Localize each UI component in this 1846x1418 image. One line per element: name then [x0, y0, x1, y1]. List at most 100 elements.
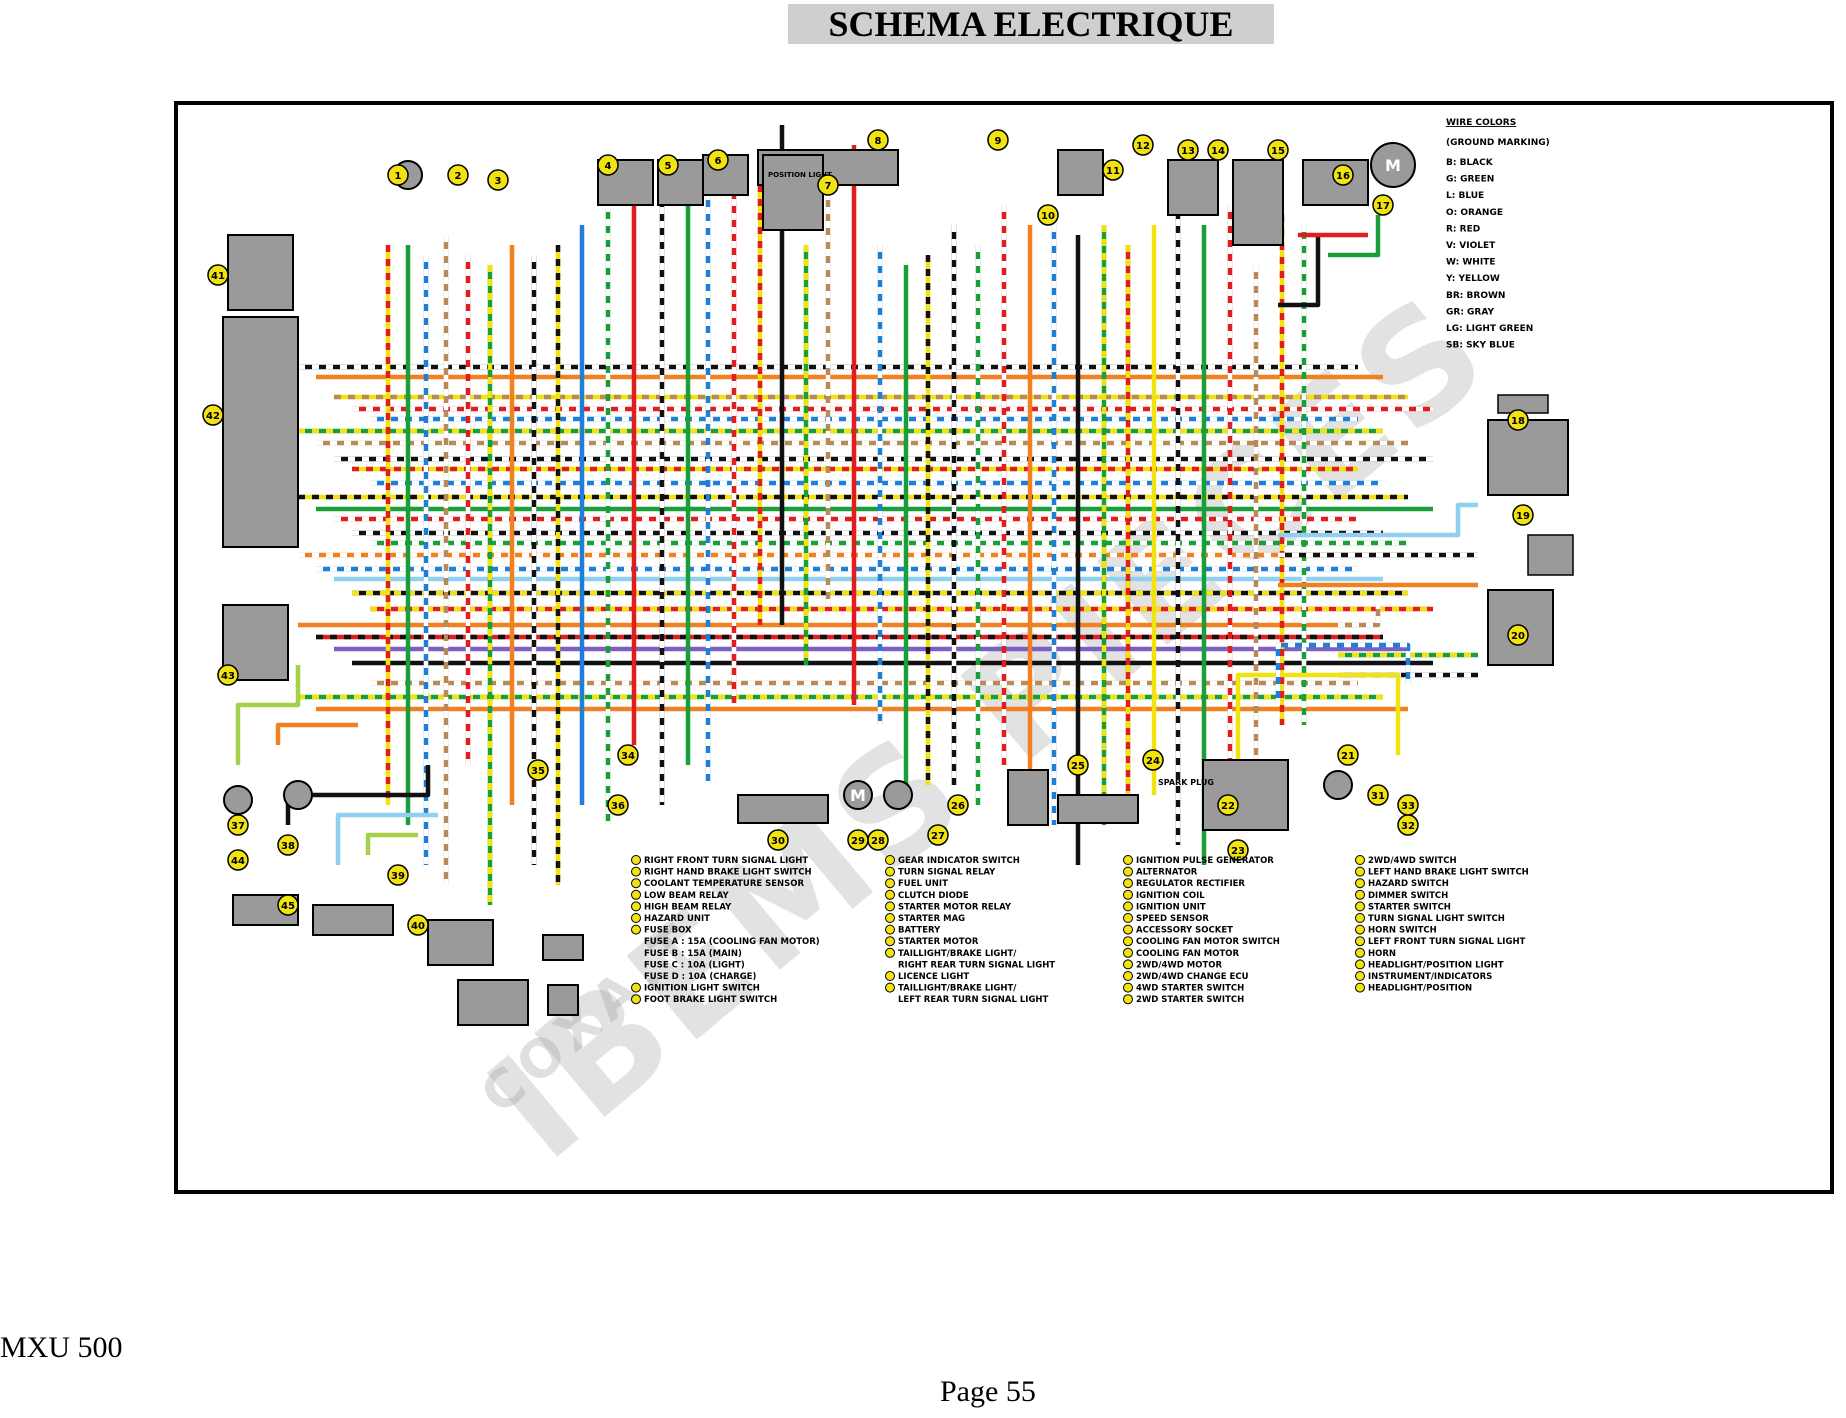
wire-color-entry: G: GREEN: [1446, 175, 1494, 185]
component-legend-entry: REGULATOR RECTIFIER: [1136, 879, 1245, 889]
cooling-fan-motor: [1370, 142, 1416, 188]
component-number-badge: [1267, 139, 1289, 161]
component-legend-entry: RIGHT FRONT TURN SIGNAL LIGHT: [644, 856, 808, 866]
component-legend-entry: 2WD STARTER SWITCH: [1136, 995, 1244, 1005]
component-legend-entry: CLUTCH DIODE: [898, 891, 969, 901]
component-number: 22: [1221, 801, 1235, 812]
component-number: 37: [231, 821, 245, 832]
legend-number-dot: [1123, 959, 1133, 970]
component-number: 19: [1516, 511, 1530, 522]
component-number: 1: [395, 171, 402, 182]
wire: [235, 665, 301, 765]
cooling-fan-switch: [1007, 769, 1049, 826]
wire-color-entry: O: ORANGE: [1446, 208, 1503, 218]
component-legend-entry: FUEL UNIT: [898, 879, 948, 889]
component-number-badge: [617, 744, 639, 766]
component-number-badge: [1207, 139, 1229, 161]
component-number: 28: [871, 836, 885, 847]
component-number: 7: [825, 181, 832, 192]
component-number-badge: [947, 794, 969, 816]
component-number: 44: [231, 856, 245, 867]
legend-number-dot: [885, 866, 895, 877]
legend-number-dot: [631, 994, 641, 1005]
component-legend-entry: IGNITION LIGHT SWITCH: [644, 984, 760, 994]
ignition-pulse-generator: [1323, 770, 1353, 800]
legend-number-dot: [885, 947, 895, 958]
component-legend-entry: INSTRUMENT/INDICATORS: [1368, 972, 1492, 982]
legend-number-dot: [1123, 855, 1133, 865]
wire: [285, 765, 431, 825]
component-legend-entry: ALTERNATOR: [1136, 868, 1198, 878]
legend-number-dot: [1123, 994, 1133, 1005]
component-number: 8: [875, 136, 882, 147]
component-number: 45: [281, 901, 295, 912]
component-legend-entry: COOLING FAN MOTOR SWITCH: [1136, 937, 1280, 947]
component-number: 40: [411, 921, 425, 932]
legend-number-dot: [1123, 947, 1133, 958]
right-front-turn-light: [227, 234, 294, 311]
component-number-badge: [227, 849, 249, 871]
component-number-badge: [387, 164, 409, 186]
component-number: 9: [995, 136, 1002, 147]
legend-number-dot: [1355, 971, 1365, 981]
component-number: 6: [715, 156, 722, 167]
component-number-badge: [1507, 409, 1529, 431]
component-number: 5: [665, 161, 672, 172]
wire-color-entry: L: BLUE: [1446, 191, 1484, 201]
left-handlebar-switch: [222, 316, 299, 548]
fan-motor: [883, 780, 913, 810]
component-number-badge: [447, 164, 469, 186]
legend-number-dot: [885, 924, 895, 935]
component-number: 24: [1146, 756, 1160, 767]
component-number: 31: [1371, 791, 1385, 802]
component-number-badge: [1067, 754, 1089, 776]
component-number-badge: [1372, 194, 1394, 216]
fuse-box: [762, 154, 824, 231]
motor-symbol: M: [1385, 156, 1401, 175]
component-number-badge: [1102, 159, 1124, 181]
component-number: 27: [931, 831, 945, 842]
component-number-badge: [1332, 164, 1354, 186]
component-number-badge: [1367, 784, 1389, 806]
ignition-unit-connector: [737, 794, 829, 824]
component-legend-entry: STARTER SWITCH: [1368, 902, 1451, 912]
legend-number-dot: [1355, 889, 1365, 900]
legend-number-dot: [631, 913, 641, 923]
legend-number-dot: [885, 913, 895, 923]
component-legend-entry: FUSE A : 15A (COOLING FAN MOTOR): [644, 937, 820, 947]
component-number: 21: [1341, 751, 1355, 762]
legend-number-dot: [885, 855, 895, 865]
component-legend-entry: ACCESSORY SOCKET: [1136, 926, 1233, 936]
component-number-badge: [207, 264, 229, 286]
legend-number-dot: [1123, 889, 1133, 900]
component-legend-entry: STARTER MOTOR: [898, 937, 979, 947]
wire: [1278, 502, 1478, 538]
component-legend-entry: FOOT BRAKE LIGHT SWITCH: [644, 995, 777, 1005]
component-number-badge: [817, 174, 839, 196]
motor-symbol: M: [850, 786, 866, 805]
legend-number-dot: [1123, 924, 1133, 935]
legend-number-dot: [631, 855, 641, 865]
legend-number-dot: [631, 866, 641, 877]
legend-number-dot: [631, 982, 641, 993]
component-legend-entry: FUSE D : 10A (CHARGE): [644, 972, 756, 982]
component-legend-entry: GEAR INDICATOR SWITCH: [898, 856, 1020, 866]
right-taillight: [1487, 419, 1569, 496]
component-number: 36: [611, 801, 625, 812]
wire-color-entry: B: BLACK: [1446, 158, 1494, 168]
component-number: 35: [531, 766, 545, 777]
component-number-badge: [407, 914, 429, 936]
component-number-badge: [657, 154, 679, 176]
component-number: 17: [1376, 201, 1390, 212]
legend-number-dot: [1123, 901, 1133, 912]
component-number: 18: [1511, 416, 1525, 427]
legend-number-dot: [1355, 936, 1365, 947]
legend-number-dot: [1123, 971, 1133, 981]
starter-relay: [1167, 159, 1219, 216]
component-legend-entry: IGNITION COIL: [1136, 891, 1205, 901]
accessory-connector: [1057, 794, 1139, 824]
component-number-badge: [1397, 794, 1419, 816]
